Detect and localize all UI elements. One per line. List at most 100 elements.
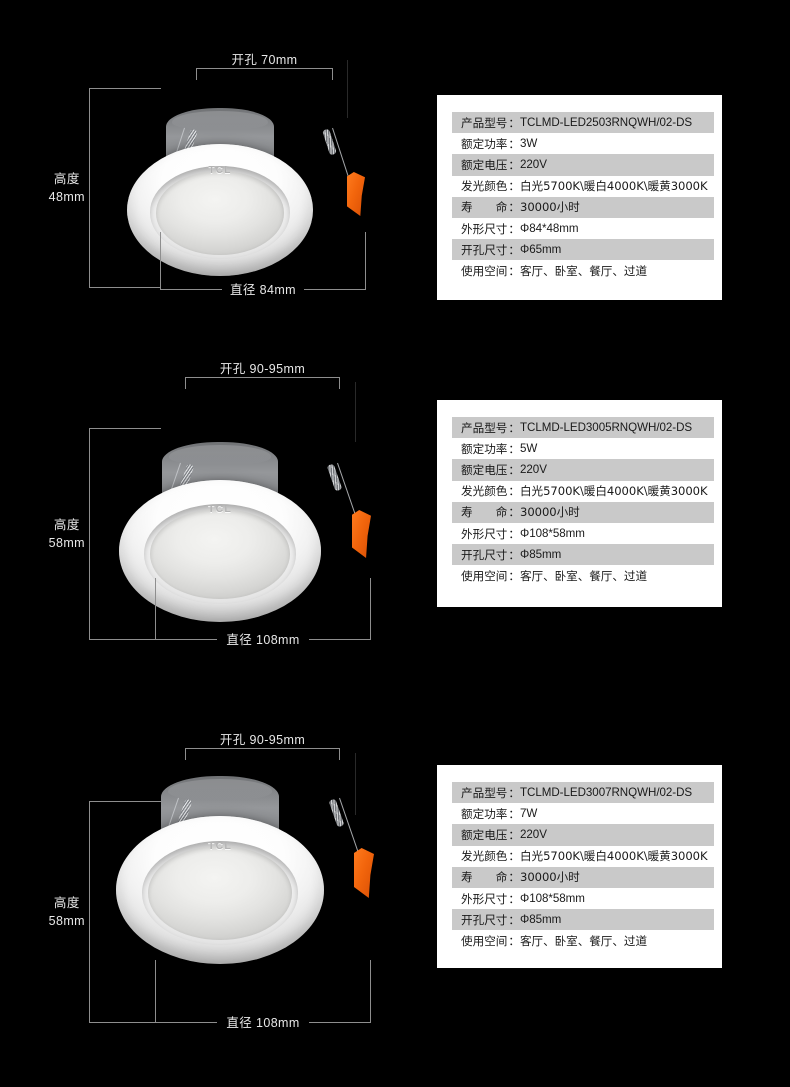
dimension-height-label: 高度 58mm (49, 516, 85, 552)
spec-colon: ： (508, 417, 520, 439)
spec-value: 30000小时 (520, 501, 714, 523)
spec-label: 额定电压 (452, 154, 509, 176)
spec-label: 使用空间 (461, 933, 508, 948)
dimension-side-right (370, 578, 371, 640)
dimension-segment-left (155, 1022, 217, 1023)
spec-row: 开孔尺寸：Φ85mm (452, 544, 714, 566)
spec-colon: ： (508, 866, 520, 888)
dimension-tick-top (89, 88, 161, 89)
spec-row: 发光颜色：白光5700K\暖白4000K\暖黄3000K (452, 481, 714, 502)
spec-label: 发光颜色 (461, 484, 508, 499)
dimension-aperture-label: 开孔 90-95mm (219, 733, 306, 747)
dimension-bar (185, 377, 340, 378)
spec-row: 开孔尺寸：Φ65mm (452, 239, 714, 261)
spec-row: 额定电压：220V (452, 824, 714, 846)
spec-label: 开孔尺寸 (452, 909, 509, 931)
spec-row: 额定电压：220V (452, 154, 714, 176)
spec-value: 客厅、卧室、餐厅、过道 (520, 263, 647, 278)
spec-colon: ： (508, 782, 520, 804)
spec-label: 发光颜色 (461, 849, 508, 864)
spec-row: 额定功率：3W (452, 133, 714, 154)
spec-colon: ： (508, 850, 520, 864)
product-block-tclmd-led2503: 开孔 70mm 高度 48mm TCL (0, 0, 440, 330)
dimension-diameter-label: 直径 108mm (226, 1016, 300, 1030)
spec-value: TCLMD-LED2503RNQWH/02-DS (520, 112, 714, 134)
dimension-diameter: 直径 108mm (155, 960, 371, 1030)
spec-row: 额定功率：5W (452, 438, 714, 459)
spec-label: 寿命 (452, 196, 509, 218)
spec-value: Φ108*58mm (520, 527, 585, 541)
guide-line (347, 60, 348, 118)
spec-value: 30000小时 (520, 866, 714, 888)
spec-label: 发光颜色 (461, 179, 508, 194)
spec-colon: ： (508, 196, 520, 218)
dimension-bar (89, 428, 90, 640)
dimension-side-left (160, 232, 161, 290)
spec-colon: ： (508, 485, 520, 499)
dimension-tick-bottom (89, 287, 161, 288)
spec-value: 白光5700K\暖白4000K\暖黄3000K (520, 179, 708, 194)
spec-label: 开孔尺寸 (452, 544, 509, 566)
spec-value: 白光5700K\暖白4000K\暖黄3000K (520, 484, 708, 499)
dimension-diameter: 直径 84mm (160, 232, 366, 297)
dimension-bar (185, 748, 340, 749)
spec-colon: ： (508, 569, 520, 583)
spec-row: 寿命：30000小时 (452, 196, 714, 218)
spec-colon: ： (508, 222, 520, 236)
mounting-clip-right (354, 848, 374, 898)
dimension-diameter: 直径 108mm (155, 578, 371, 647)
downlight-illustration: TCL (0, 698, 440, 1087)
dimension-height-line1: 高度 (53, 517, 80, 532)
brand-mark: TCL (207, 840, 233, 852)
dimension-side-left (155, 578, 156, 640)
spec-colon: ： (508, 501, 520, 523)
spec-label: 产品型号 (452, 782, 509, 804)
spec-value: Φ85mm (520, 909, 714, 931)
dimension-height-line2: 58mm (48, 914, 85, 928)
bezel-ring: TCL (119, 480, 321, 622)
spec-value: TCLMD-LED3005RNQWH/02-DS (520, 417, 714, 439)
spec-label: 额定功率 (461, 806, 508, 821)
spec-colon: ： (508, 544, 520, 566)
dimension-diameter-label: 直径 84mm (229, 283, 297, 297)
spec-colon: ： (508, 112, 520, 134)
spec-label: 开孔尺寸 (452, 239, 509, 261)
spec-value: 白光5700K\暖白4000K\暖黄3000K (520, 849, 708, 864)
spec-row: 产品型号：TCLMD-LED3005RNQWH/02-DS (452, 417, 714, 439)
dimension-tick-right (332, 68, 333, 80)
spec-row: 外形尺寸：Φ84*48mm (452, 218, 714, 239)
spec-colon: ： (508, 264, 520, 278)
guide-line (355, 753, 356, 815)
spec-row: 发光颜色：白光5700K\暖白4000K\暖黄3000K (452, 846, 714, 867)
spec-colon: ： (508, 239, 520, 261)
spec-row: 外形尺寸：Φ108*58mm (452, 523, 714, 544)
spec-colon: ： (508, 934, 520, 948)
spec-label: 寿命 (452, 501, 509, 523)
spec-label: 使用空间 (461, 568, 508, 583)
dimension-tick-right (339, 377, 340, 389)
spec-row: 发光颜色：白光5700K\暖白4000K\暖黄3000K (452, 176, 714, 197)
spec-value: 220V (520, 824, 714, 846)
spec-label: 产品型号 (452, 112, 509, 134)
spec-value: TCLMD-LED3007RNQWH/02-DS (520, 782, 714, 804)
dimension-tick-left (185, 377, 186, 389)
dimension-side-left (155, 960, 156, 1023)
dimension-height-label: 高度 58mm (49, 894, 85, 930)
dimension-segment-right (309, 1022, 371, 1023)
bezel-ring: TCL (127, 144, 313, 276)
dimension-tick-bottom (89, 1022, 161, 1023)
spec-value: 220V (520, 459, 714, 481)
spec-row: 外形尺寸：Φ108*58mm (452, 888, 714, 909)
spec-label: 使用空间 (461, 263, 508, 278)
diffuser-lens (155, 171, 285, 255)
spec-row: 寿命：30000小时 (452, 866, 714, 888)
brand-mark: TCL (207, 503, 233, 515)
dimension-bar (89, 88, 90, 288)
spec-colon: ： (508, 807, 520, 821)
brand-mark: TCL (208, 165, 232, 176)
